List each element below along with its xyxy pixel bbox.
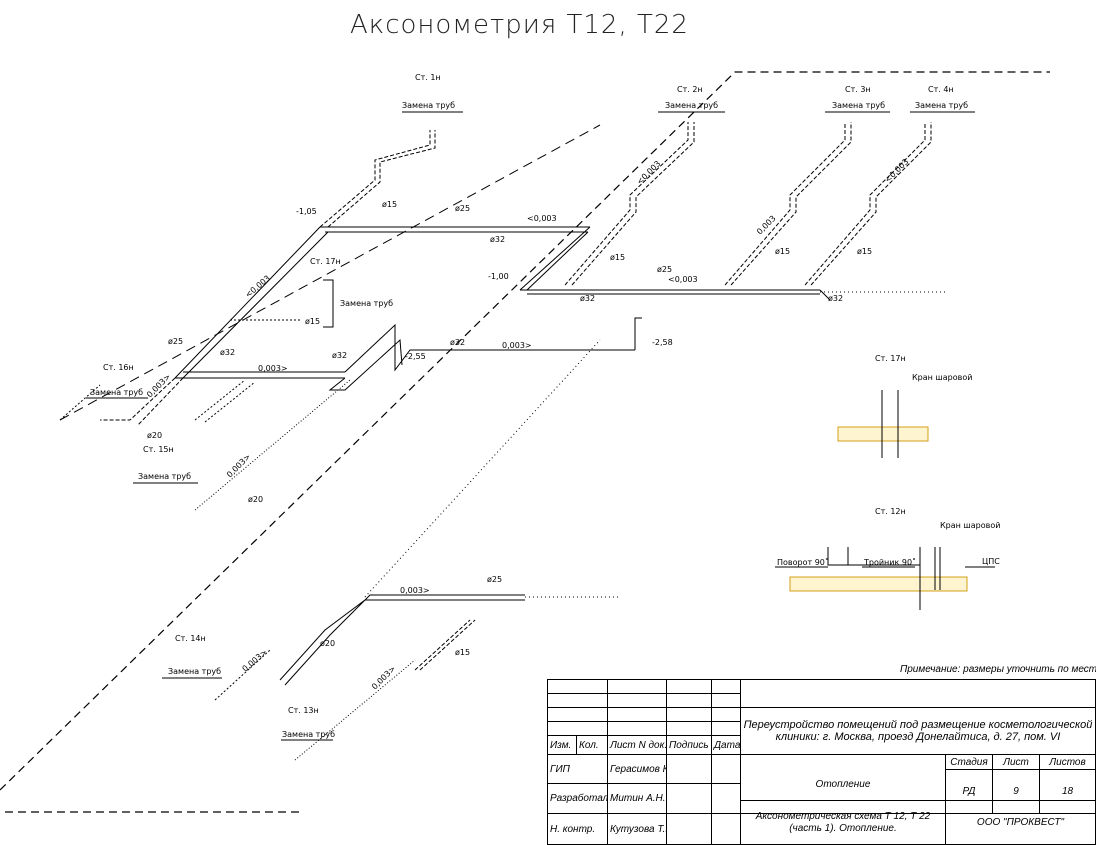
svg-text:0,003>: 0,003> bbox=[258, 364, 288, 373]
svg-text:Замена труб: Замена труб bbox=[282, 730, 335, 739]
svg-text:ЦПС: ЦПС bbox=[982, 557, 1000, 566]
svg-text:ø25: ø25 bbox=[455, 204, 470, 213]
svg-text:<0,003: <0,003 bbox=[883, 157, 910, 184]
svg-text:ø15: ø15 bbox=[857, 247, 872, 256]
svg-text:<0,003: <0,003 bbox=[668, 275, 698, 284]
svg-text:Поворот 90˚: Поворот 90˚ bbox=[777, 557, 829, 567]
svg-text:0,003>: 0,003> bbox=[145, 372, 172, 399]
svg-text:Кран шаровой: Кран шаровой bbox=[940, 521, 1000, 530]
svg-text:-2,55: -2,55 bbox=[405, 352, 426, 361]
drawing-name: Аксонометрическая схема Т 12, Т 22 (част… bbox=[740, 800, 946, 845]
svg-text:ø32: ø32 bbox=[828, 294, 843, 303]
riser-label: Ст. 17н bbox=[875, 354, 906, 363]
svg-text:ø32: ø32 bbox=[220, 348, 235, 357]
svg-text:-1,00: -1,00 bbox=[488, 272, 509, 281]
riser-label: Ст. 3н bbox=[845, 85, 871, 94]
svg-text:-2,58: -2,58 bbox=[652, 338, 673, 347]
riser-label: Ст. 13н bbox=[288, 706, 319, 715]
riser-label: Ст. 17н bbox=[310, 257, 341, 266]
svg-text:Замена труб: Замена труб bbox=[665, 101, 718, 110]
svg-text:ø32: ø32 bbox=[450, 338, 465, 347]
svg-text:Замена труб: Замена труб bbox=[402, 101, 455, 110]
svg-text:ø15: ø15 bbox=[305, 317, 320, 326]
riser-label: Ст. 14н bbox=[175, 634, 206, 643]
svg-text:ø15: ø15 bbox=[382, 200, 397, 209]
svg-text:ø25: ø25 bbox=[657, 265, 672, 274]
svg-text:0,003>: 0,003> bbox=[502, 341, 532, 350]
svg-text:Тройник 90˚: Тройник 90˚ bbox=[863, 557, 916, 567]
svg-text:ø32: ø32 bbox=[580, 294, 595, 303]
svg-text:<0,003: <0,003 bbox=[635, 159, 662, 186]
company: ООО "ПРОКВЕСТ" bbox=[945, 800, 1096, 845]
drawing-title: Аксонометрия Т12, Т22 bbox=[350, 10, 689, 40]
riser-label: Ст. 2н bbox=[677, 85, 703, 94]
svg-text:ø15: ø15 bbox=[455, 648, 470, 657]
signature bbox=[666, 783, 712, 814]
riser-label: Ст. 16н bbox=[103, 363, 134, 372]
svg-text:ø32: ø32 bbox=[332, 351, 347, 360]
riser-label: Ст. 15н bbox=[143, 445, 174, 454]
svg-text:Замена труб: Замена труб bbox=[340, 299, 393, 308]
svg-text:<0,003: <0,003 bbox=[244, 274, 272, 300]
svg-text:0,003>: 0,003> bbox=[241, 648, 269, 674]
svg-text:-1,05: -1,05 bbox=[296, 207, 317, 216]
svg-text:ø25: ø25 bbox=[168, 337, 183, 346]
svg-text:0,003>: 0,003> bbox=[370, 664, 397, 691]
svg-text:Замена труб: Замена труб bbox=[138, 472, 191, 481]
riser-label: Ст. 1н bbox=[415, 73, 441, 82]
svg-text:ø20: ø20 bbox=[248, 495, 263, 504]
title-block: Изм. Кол. Лист N док. Подпись Дата ГИП Г… bbox=[547, 679, 1096, 845]
svg-text:Замена труб: Замена труб bbox=[90, 388, 143, 397]
project-name: Переустройство помещений под размещение … bbox=[740, 707, 1096, 755]
svg-text:0,003>: 0,003> bbox=[400, 586, 430, 595]
riser-label: Ст. 4н bbox=[928, 85, 954, 94]
svg-text:Кран шаровой: Кран шаровой bbox=[912, 373, 972, 382]
svg-text:0,003: 0,003 bbox=[755, 214, 778, 237]
svg-text:Замена труб: Замена труб bbox=[168, 667, 221, 676]
boundary-line bbox=[0, 71, 1050, 791]
svg-text:Замена труб: Замена труб bbox=[832, 101, 885, 110]
svg-text:ø20: ø20 bbox=[147, 431, 162, 440]
signature bbox=[666, 813, 712, 845]
svg-text:<0,003: <0,003 bbox=[527, 214, 557, 223]
svg-text:Замена труб: Замена труб bbox=[915, 101, 968, 110]
riser-label: Ст. 12н bbox=[875, 507, 906, 516]
svg-text:ø25: ø25 bbox=[487, 575, 502, 584]
svg-text:ø15: ø15 bbox=[610, 253, 625, 262]
svg-text:ø15: ø15 bbox=[775, 247, 790, 256]
svg-text:ø20: ø20 bbox=[320, 639, 335, 648]
svg-text:ø32: ø32 bbox=[490, 235, 505, 244]
note-text: Примечание: размеры уточнить по месту bbox=[900, 664, 1096, 675]
